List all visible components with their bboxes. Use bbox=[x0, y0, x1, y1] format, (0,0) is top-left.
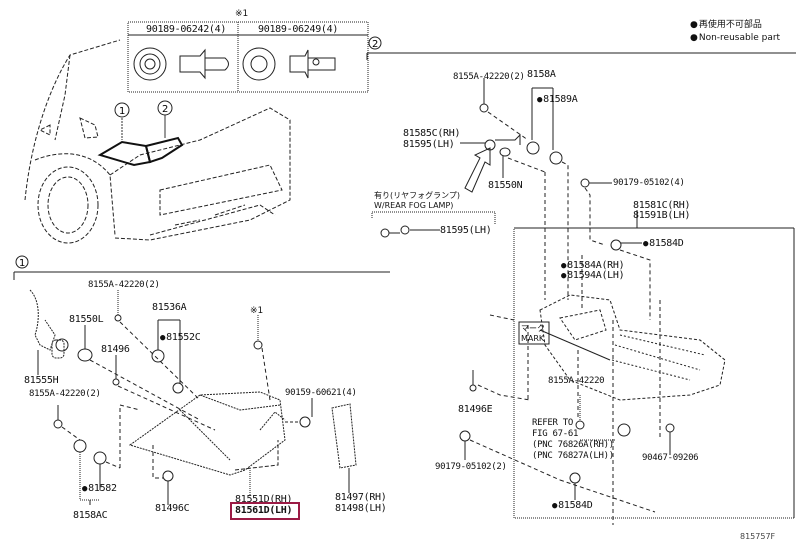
rear-lamp-assembly bbox=[128, 391, 286, 476]
refer-to-fig[interactable]: FIG 67-61 bbox=[532, 429, 579, 439]
part-8155A-42220-inner[interactable]: 8155A-42220 bbox=[548, 376, 605, 386]
section1-note-mark: ※1 bbox=[250, 306, 264, 316]
part-90467-09206[interactable]: 90467-09206 bbox=[642, 453, 699, 463]
part-81585C-rh[interactable]: 81585C(RH) bbox=[403, 128, 461, 139]
highlight-box bbox=[230, 502, 300, 520]
part-81581C-rh[interactable]: 81581C(RH) bbox=[633, 200, 691, 211]
part-90179-05102-bottom[interactable]: 90179-05102(2) bbox=[435, 462, 507, 472]
section-2-number: 2 bbox=[372, 39, 378, 50]
section-2-frame bbox=[366, 36, 796, 519]
clip-inset-box bbox=[127, 21, 369, 93]
highlight-rear-lamps bbox=[97, 136, 184, 167]
refer-to-pnc-rh: (PNC 76826A(RH)) bbox=[532, 440, 614, 450]
part-81584A-rh[interactable]: 81584A(RH) bbox=[561, 260, 625, 272]
legend-en: Non-reusable part bbox=[690, 33, 780, 44]
part-81584D-top[interactable]: 81584D bbox=[643, 238, 684, 250]
part-81496C[interactable]: 81496C bbox=[155, 503, 190, 514]
section-1-frame bbox=[13, 255, 390, 280]
part-90179-05102-top[interactable]: 90179-05102(4) bbox=[613, 178, 685, 188]
vehicle-overview-illustration bbox=[24, 39, 291, 244]
part-81496E[interactable]: 81496E bbox=[458, 404, 493, 415]
part-81561D-lh[interactable]: 81561D(LH) bbox=[235, 505, 293, 516]
part-81589A[interactable]: 81589A bbox=[537, 94, 578, 106]
part-8155A-42220-left[interactable]: 8155A-42220(2) bbox=[29, 389, 101, 399]
mark-label-jp: マーク bbox=[521, 324, 545, 333]
diagram-code: 815757F bbox=[740, 532, 776, 541]
lamp-outline-1 bbox=[97, 140, 152, 167]
part-81552C[interactable]: 81552C bbox=[160, 332, 201, 344]
overview-callout-2: 2 bbox=[162, 104, 168, 115]
part-81551D-rh[interactable]: 81551D(RH) bbox=[235, 494, 293, 505]
part-81498-lh[interactable]: 81498(LH) bbox=[335, 503, 387, 514]
clip-part-90189-06249[interactable]: 90189-06249(4) bbox=[258, 24, 339, 35]
part-81550L[interactable]: 81550L bbox=[69, 314, 104, 325]
part-81595-lh-fog[interactable]: 81595(LH) bbox=[440, 225, 492, 236]
part-8155A-42220-top[interactable]: 8155A-42220(2) bbox=[88, 280, 160, 290]
part-81582[interactable]: 81582 bbox=[82, 483, 117, 495]
refer-to-line1: REFER TO bbox=[532, 418, 573, 428]
part-81536A[interactable]: 81536A bbox=[152, 302, 187, 313]
part-81496[interactable]: 81496 bbox=[101, 344, 130, 355]
part-81594A-lh[interactable]: 81594A(LH) bbox=[561, 270, 625, 282]
part-81591B-lh[interactable]: 81591B(LH) bbox=[633, 210, 691, 221]
part-90159-60621[interactable]: 90159-60621(4) bbox=[285, 388, 357, 398]
mark-label-en: MARK bbox=[521, 334, 545, 343]
inset-note-mark: ※1 bbox=[235, 9, 249, 19]
part-8158A[interactable]: 8158A bbox=[527, 69, 556, 80]
section-1-parts bbox=[29, 289, 357, 505]
fog-lamp-note-en: W/REAR FOG LAMP) bbox=[374, 201, 454, 210]
part-81584D-bottom[interactable]: 81584D bbox=[552, 500, 593, 512]
part-8158AC[interactable]: 8158AC bbox=[73, 510, 108, 521]
part-81550N[interactable]: 81550N bbox=[488, 180, 523, 191]
section-1-number: 1 bbox=[19, 258, 25, 269]
refer-to-pnc-lh: (PNC 76827A(LH)) bbox=[532, 451, 614, 461]
part-8155A-42220-s2[interactable]: 8155A-42220(2) bbox=[453, 72, 525, 82]
fog-lamp-note-jp: 有り(リヤフォグランプ) bbox=[374, 191, 461, 200]
part-81555H[interactable]: 81555H bbox=[24, 375, 59, 386]
lamp-outline-2 bbox=[144, 136, 184, 164]
part-81595-lh[interactable]: 81595(LH) bbox=[403, 139, 455, 150]
legend-jp: 再使用不可部品 bbox=[690, 20, 762, 31]
rear-combination-lamp bbox=[539, 294, 726, 401]
overview-callout-1: 1 bbox=[119, 106, 125, 117]
part-81497-rh[interactable]: 81497(RH) bbox=[335, 492, 387, 503]
section-2-parts bbox=[371, 78, 726, 525]
clip-part-90189-06242[interactable]: 90189-06242(4) bbox=[146, 24, 227, 35]
